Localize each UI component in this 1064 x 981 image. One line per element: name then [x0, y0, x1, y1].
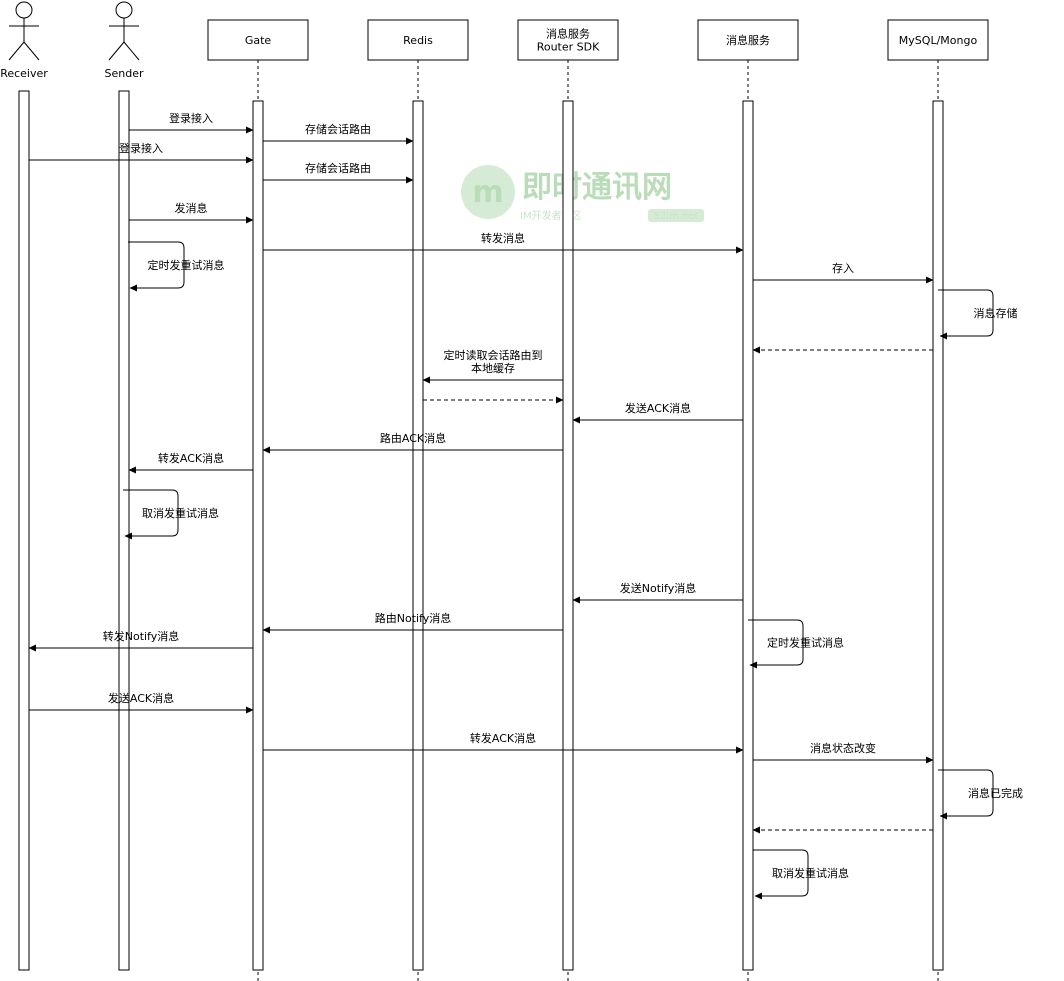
message-label: 存储会话路由 — [305, 122, 371, 136]
message-label: 路由ACK消息 — [380, 431, 446, 445]
self-message-arrow — [128, 241, 185, 292]
message-6: 定时发重试消息 — [128, 241, 225, 292]
participant-db: MySQL/Mongo — [887, 19, 989, 981]
message-20: 转发Notify消息 — [28, 629, 253, 652]
message-label: 登录接入 — [119, 141, 163, 155]
message-18: 路由Notify消息 — [262, 611, 563, 634]
message-label: 转发ACK消息 — [158, 451, 224, 465]
participant-msg-label: 消息服务 — [726, 33, 770, 47]
actor-sender: Sender — [105, 1, 144, 80]
participant-db-label: MySQL/Mongo — [899, 34, 978, 47]
activation-bar-redis — [412, 100, 424, 971]
message-label: 转发Notify消息 — [103, 629, 180, 643]
message-label: 发送ACK消息 — [625, 401, 691, 415]
messages: 登录接入存储会话路由登录接入存储会话路由发消息定时发重试消息转发消息存入消息存储… — [28, 111, 1023, 900]
message-14: 路由ACK消息 — [262, 431, 563, 454]
watermark-domain: 52im.net — [654, 211, 699, 222]
activation-bar-db — [932, 100, 944, 971]
participant-router-label: 消息服务 — [546, 27, 590, 41]
message-label: 转发消息 — [481, 231, 525, 245]
message-26: 取消发重试消息 — [753, 849, 849, 900]
message-label: 消息已完成 — [968, 786, 1023, 800]
message-8: 存入 — [753, 261, 934, 284]
message-7: 转发消息 — [263, 231, 744, 254]
logo-letter: m — [472, 175, 503, 210]
participant-msg-box — [697, 19, 799, 61]
self-message-arrow — [123, 489, 179, 540]
message-9: 消息存储 — [938, 289, 1018, 340]
message-16: 取消发重试消息 — [123, 489, 219, 540]
participant-redis: Redis — [367, 19, 469, 981]
message-label: 转发ACK消息 — [470, 731, 536, 745]
message-21: 发送ACK消息 — [29, 691, 254, 714]
message-label: 取消发重试消息 — [142, 506, 219, 520]
participant-router-label: Router SDK — [537, 41, 600, 54]
message-5: 发消息 — [129, 201, 254, 224]
actor-receiver-label: Receiver — [0, 67, 48, 80]
message-label: 发消息 — [175, 201, 208, 215]
message-3: 登录接入 — [29, 141, 254, 164]
actor-sender-icon — [108, 1, 140, 61]
watermark-brand: 即时通讯网 — [522, 170, 672, 205]
participant-gate-label: Gate — [245, 34, 272, 47]
participant-router-box — [517, 19, 619, 61]
participant-gate: Gate — [207, 19, 309, 981]
message-23: 消息状态改变 — [753, 741, 934, 764]
self-message-arrow — [938, 769, 994, 820]
message-1: 登录接入 — [129, 111, 254, 134]
actor-receiver-icon — [8, 1, 40, 61]
self-message-arrow — [753, 849, 809, 900]
message-15: 转发ACK消息 — [128, 451, 253, 474]
participant-db-box — [887, 19, 989, 61]
actor-sender-label: Sender — [105, 67, 144, 80]
message-17: 发送Notify消息 — [572, 581, 743, 604]
message-19: 定时发重试消息 — [748, 619, 844, 669]
message-label: 发送Notify消息 — [620, 581, 697, 595]
self-message-arrow — [938, 289, 994, 340]
message-label: 定时发重试消息 — [767, 636, 844, 650]
participant-redis-label: Redis — [403, 34, 433, 47]
watermark-domain-badge — [648, 209, 704, 222]
message-22: 转发ACK消息 — [263, 731, 744, 754]
message-label: 路由Notify消息 — [375, 611, 452, 625]
message-label: 存入 — [832, 261, 854, 275]
message-label: 本地缓存 — [471, 361, 515, 375]
message-2: 存储会话路由 — [263, 122, 414, 145]
message-label: 发送ACK消息 — [108, 691, 174, 705]
message-4: 存储会话路由 — [263, 161, 414, 184]
activation-bar-gate — [252, 100, 264, 971]
self-message-arrow — [748, 619, 804, 669]
message-label: 登录接入 — [169, 111, 213, 125]
activation-bar-receiver — [18, 90, 30, 971]
message-label: 定时发重试消息 — [148, 258, 225, 272]
message-label: 存储会话路由 — [305, 161, 371, 175]
participant-gate-box — [207, 19, 309, 61]
message-label: 消息存储 — [974, 306, 1018, 320]
activation-bar-router — [562, 100, 574, 971]
message-label: 定时读取会话路由到 — [444, 348, 543, 362]
message-13: 发送ACK消息 — [572, 401, 743, 424]
activation-bar-sender — [118, 90, 130, 971]
logo-icon — [461, 165, 515, 219]
actor-receiver: Receiver — [0, 1, 48, 80]
message-label: 消息状态改变 — [810, 741, 876, 755]
message-label: 取消发重试消息 — [772, 866, 849, 880]
activation-bar-msg — [742, 100, 754, 971]
participant-msg: 消息服务 — [697, 19, 799, 981]
participant-redis-box — [367, 19, 469, 61]
message-24: 消息已完成 — [938, 769, 1023, 820]
